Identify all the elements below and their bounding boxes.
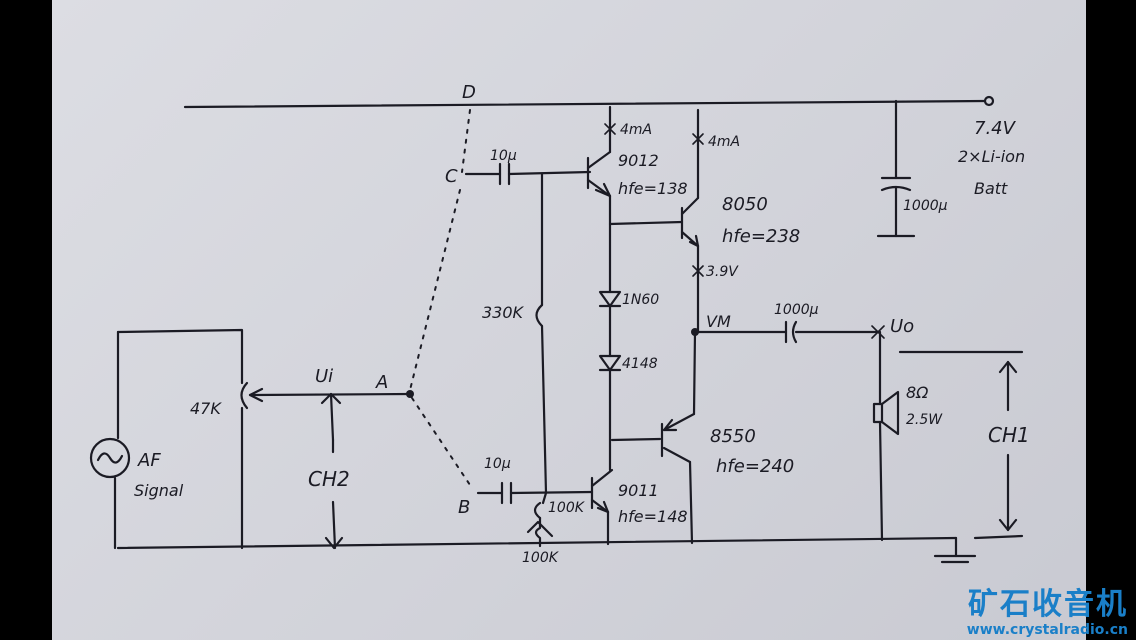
label-voltage-emitter: 3.9V <box>706 264 739 280</box>
label-res-100k-a: 100K <box>548 500 586 516</box>
transistor-9011 <box>590 468 614 546</box>
label-q9012-hfe: hfe=138 <box>618 179 688 198</box>
label-ch1: CH1 <box>988 423 1030 447</box>
capacitor-c <box>464 162 592 186</box>
watermark-url: www.crystalradio.cn <box>966 622 1128 638</box>
label-current-1: 4mA <box>620 122 652 138</box>
resistor-100k <box>526 491 554 548</box>
label-battery-type: 2×Li-ion <box>958 147 1025 166</box>
label-cap-supply: 1000μ <box>903 198 948 214</box>
switch-lines <box>409 109 473 489</box>
label-battery-voltage: 7.4V <box>974 118 1017 139</box>
label-af-signal: Signal <box>134 481 184 500</box>
supply-capacitor <box>876 99 916 238</box>
label-diode-2: 4148 <box>622 356 658 372</box>
label-current-2: 4mA <box>708 134 740 150</box>
label-battery-word: Batt <box>974 179 1008 198</box>
label-q9011-hfe: hfe=148 <box>618 507 688 526</box>
label-q8050: 8050 <box>722 194 768 215</box>
supply-rail <box>183 95 995 109</box>
speaker <box>872 330 900 542</box>
label-q9012: 9012 <box>618 151 659 170</box>
label-q8550-hfe: hfe=240 <box>716 456 794 477</box>
driver-chain <box>598 194 684 472</box>
label-diode-1: 1N60 <box>622 292 659 308</box>
label-af: AF <box>137 450 161 471</box>
resistor-330k <box>535 172 548 495</box>
watermark: 矿石收音机 www.crystalradio.cn <box>966 587 1128 639</box>
label-node-a: A <box>375 372 388 393</box>
label-ui: Ui <box>315 366 333 387</box>
transistor-8050 <box>680 108 704 334</box>
label-node-b: B <box>458 497 470 518</box>
label-speaker-power: 2.5W <box>906 412 943 428</box>
input-line <box>248 390 414 442</box>
ground-rail <box>116 536 977 564</box>
label-cap-out: 1000μ <box>774 302 819 318</box>
label-res-47k: 47K <box>190 399 222 418</box>
capacitor-b <box>476 481 594 505</box>
ch1-arrow <box>898 350 1024 540</box>
label-q9011: 9011 <box>618 481 659 500</box>
label-uo: Uo <box>890 316 914 337</box>
label-cap-c: 10μ <box>490 148 517 164</box>
label-ch2: CH2 <box>308 467 350 491</box>
watermark-title: 矿石收音机 <box>968 587 1128 622</box>
label-q8550: 8550 <box>710 426 756 447</box>
label-q8050-hfe: hfe=238 <box>722 226 800 247</box>
label-res-330k: 330K <box>482 303 525 322</box>
transistor-8550 <box>660 328 699 545</box>
label-speaker-ohm: 8Ω <box>906 383 929 402</box>
label-node-d: D <box>462 82 476 103</box>
label-node-c: C <box>445 166 458 187</box>
label-cap-b: 10μ <box>484 456 511 472</box>
ch2-arrow <box>324 438 344 550</box>
label-res-100k-b: 100K <box>522 550 560 566</box>
capacitor-out <box>693 320 885 344</box>
transistor-9012 <box>586 105 616 198</box>
af-source <box>89 328 244 550</box>
label-node-vm: VM <box>706 312 731 331</box>
